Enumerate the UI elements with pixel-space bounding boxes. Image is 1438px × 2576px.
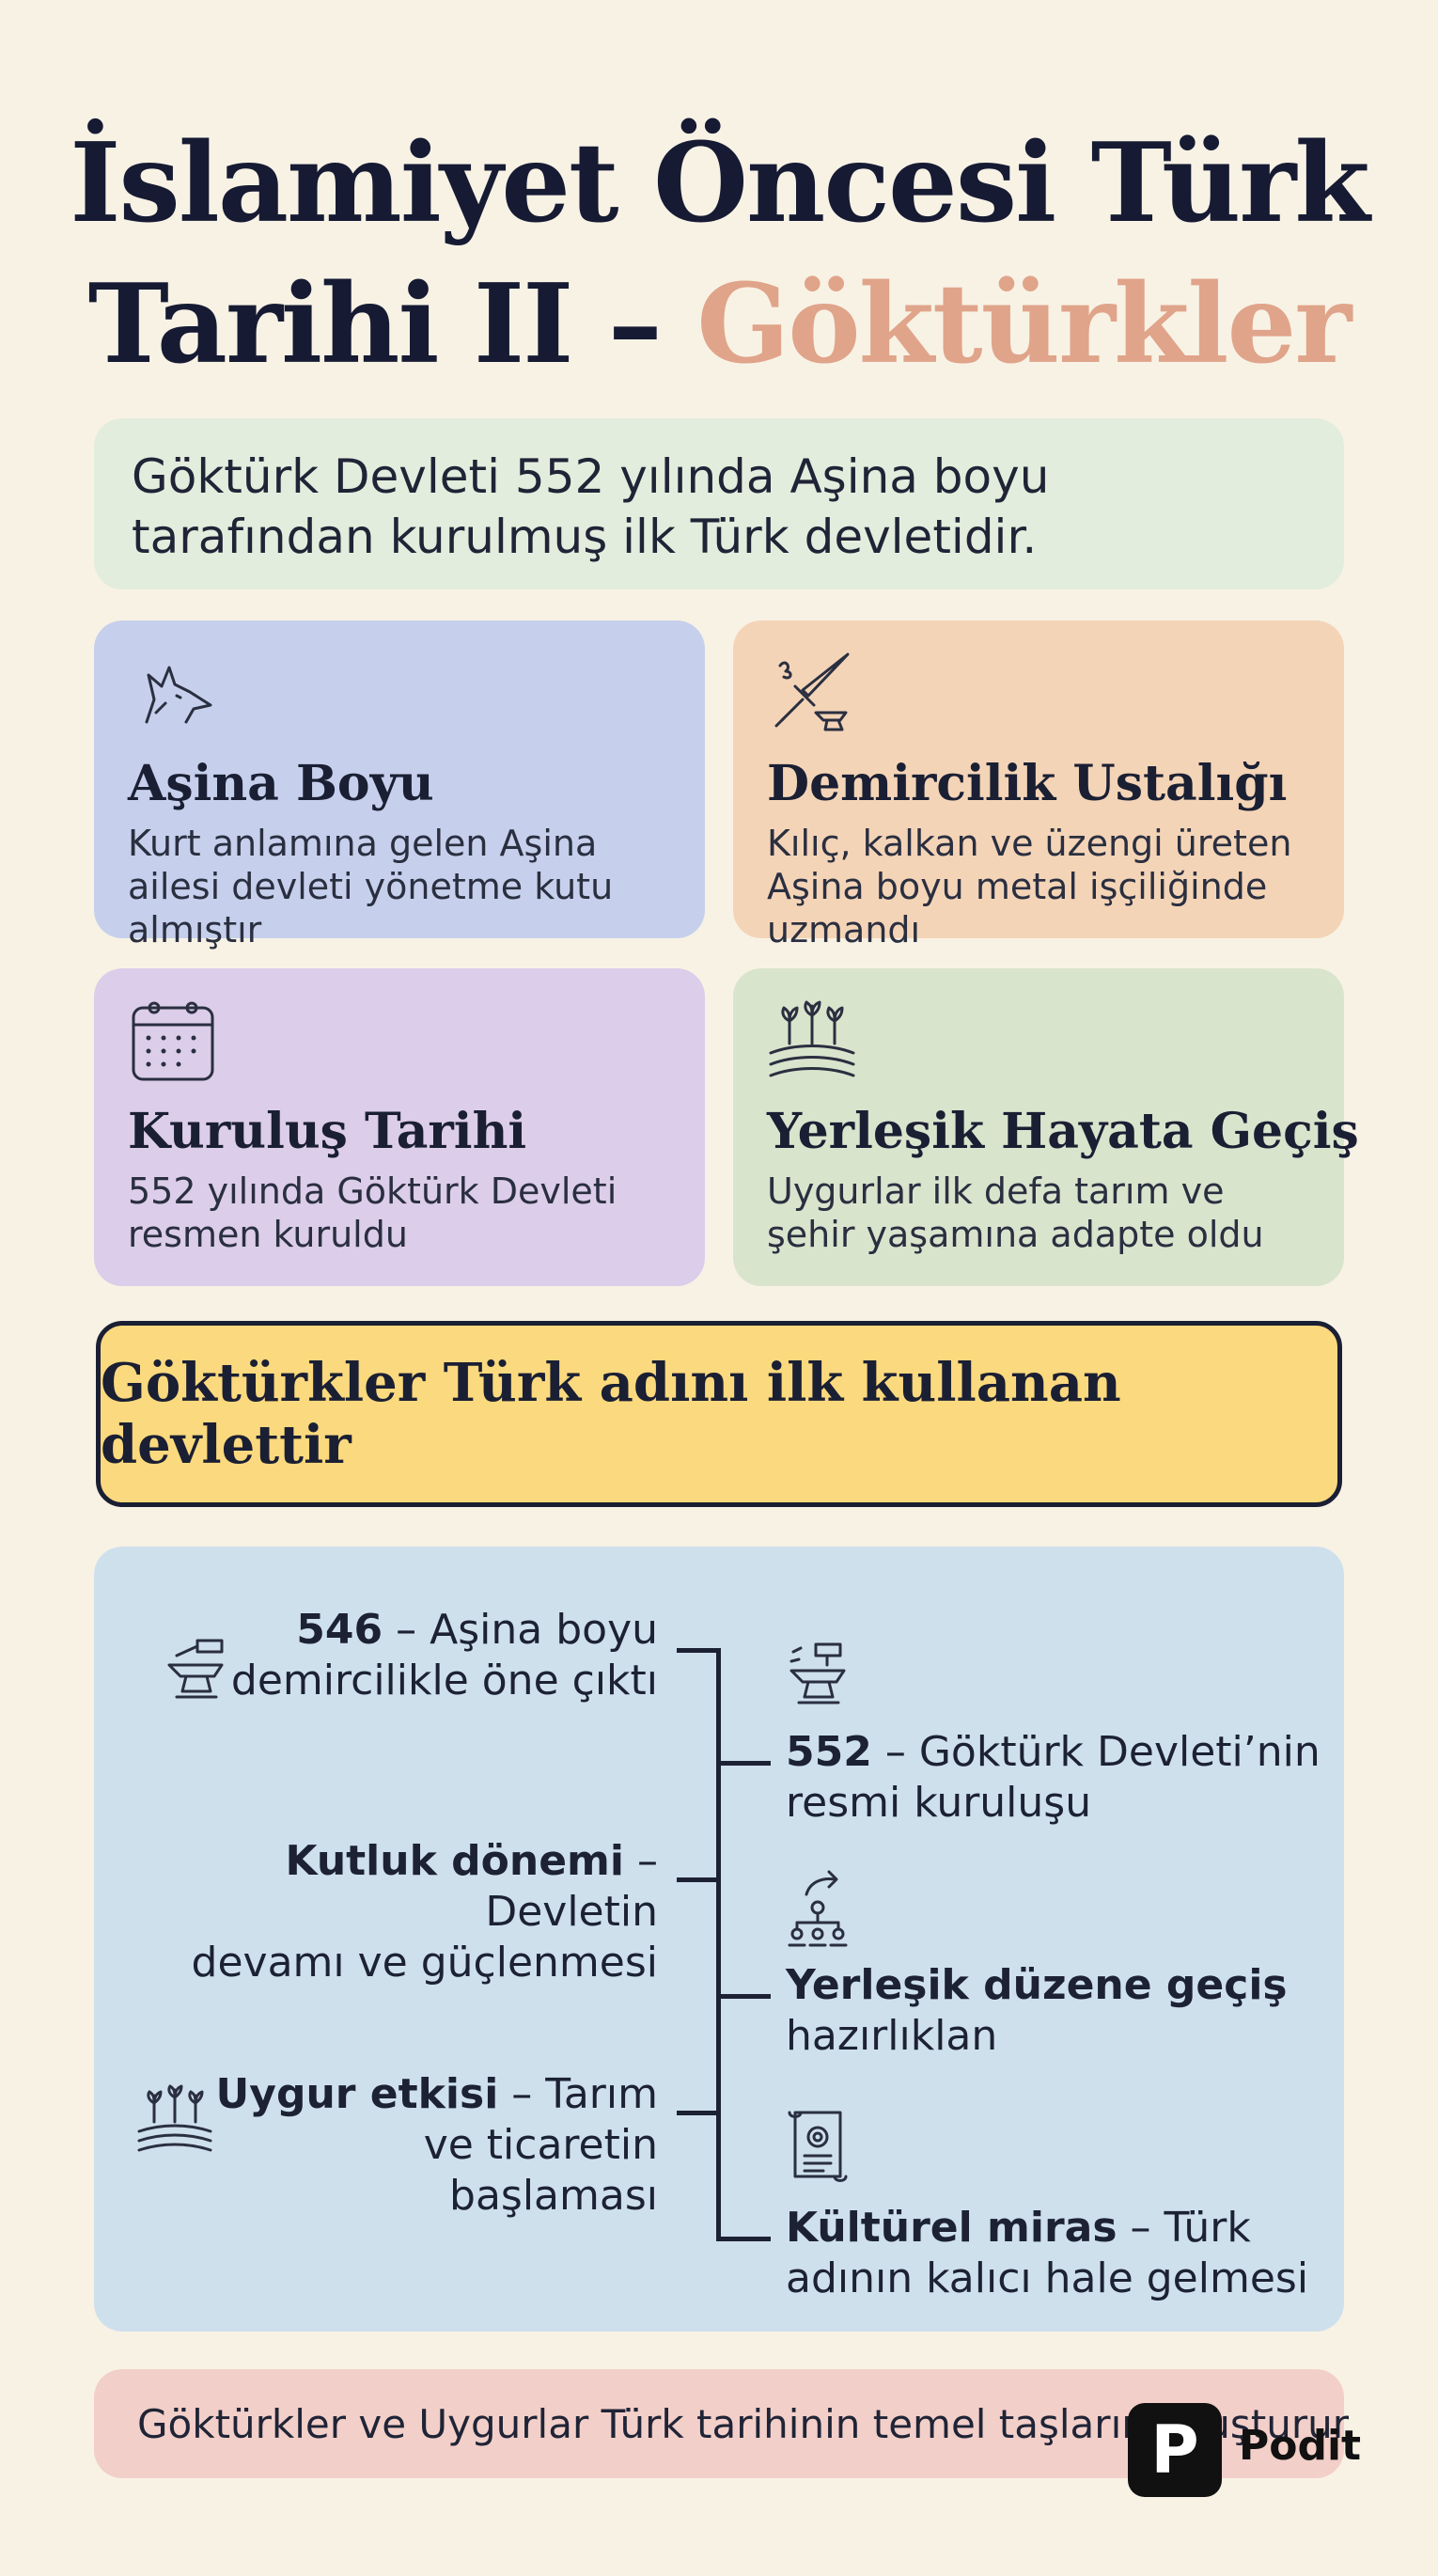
calendar-icon <box>132 1001 214 1081</box>
timeline-item-line1: Kutluk dönemi – Devletin <box>285 1837 659 1936</box>
timeline-item-line2: resmi kuruluşu <box>786 1779 1092 1827</box>
wheat-field-icon <box>769 1000 855 1077</box>
timeline-item-kutluk: Kutluk dönemi – Devletin devamı ve güçle… <box>132 1836 658 1988</box>
title-line-2: Tarihi II – Göktürkler <box>0 254 1438 395</box>
card-text: Kılıç, kalkan ve üzengi üreten Aşina boy… <box>767 823 1292 950</box>
timeline-item-kulturel: Kültürel miras – Türk adının kalıcı hale… <box>786 2203 1331 2304</box>
timeline-panel: 546 – Aşina boyu demircilikle öne çıktı … <box>94 1547 1344 2332</box>
timeline-item-yerlesik: Yerleşik düzene geçiş hazırlıklan <box>786 1960 1331 2062</box>
wolf-icon <box>145 666 212 724</box>
card-text: Kurt anlamına gelen Aşina ailesi devleti… <box>128 823 614 950</box>
intro-box: Göktürk Devleti 552 yılında Aşina boyu t… <box>94 418 1344 589</box>
card-title: Yerleşik Hayata Geçiş <box>767 1103 1359 1160</box>
timeline-connector <box>716 1994 771 1999</box>
card-asina-boyu: Aşina Boyu Kurt anlamına gelen Aşina ail… <box>94 620 705 950</box>
timeline-item-uygur: Uygur etkisi – Tarım ve ticaretin başlam… <box>207 2069 658 2222</box>
card-kurulus-tarihi: Kuruluş Tarihi 552 yılında Göktürk Devle… <box>94 968 705 1286</box>
timeline-item-line1: Kültürel miras – Türk <box>786 2204 1251 2252</box>
card-text: Uygurlar ilk defa tarım ve şehir yaşamın… <box>767 1170 1264 1255</box>
brand-name: Podit <box>1239 2422 1362 2470</box>
title-line-1: İslamiyet Öncesi Türk <box>70 119 1370 247</box>
highlight-banner: Göktürkler Türk adını ilk kullanan devle… <box>96 1321 1342 1507</box>
timeline-item-line1: 546 – Aşina boyu <box>296 1606 658 1654</box>
title-line-2-prefix: Tarihi II – <box>87 260 663 388</box>
card-yerlesik-hayat: Yerleşik Hayata Geçiş Uygurlar ilk defa … <box>733 968 1359 1286</box>
sword-anvil-icon <box>774 652 850 731</box>
card-title: Aşina Boyu <box>128 755 434 812</box>
logo-letter: P <box>1150 2411 1199 2489</box>
card-text: 552 yılında Göktürk Devleti resmen kurul… <box>128 1170 617 1255</box>
anvil-icon <box>789 1642 846 1704</box>
card-title: Kuruluş Tarihi <box>128 1103 527 1160</box>
timeline-item-line2: ve ticaretin başlaması <box>423 2121 658 2220</box>
podit-logo-icon: P <box>1128 2403 1222 2497</box>
timeline-item-line1: Uygur etkisi – Tarım <box>215 2070 658 2118</box>
timeline-spine <box>716 1648 721 2240</box>
timeline-item-line2: hazırlıklan <box>786 2012 998 2060</box>
timeline-connector <box>716 1761 771 1766</box>
hierarchy-icon <box>788 1870 848 1947</box>
timeline-item-546: 546 – Aşina boyu demircilikle öne çıktı <box>188 1605 658 1706</box>
scroll-icon <box>788 2111 848 2182</box>
timeline-item-line2: devamı ve güçlenmesi <box>191 1939 658 1987</box>
title-accent: Göktürkler <box>696 260 1352 388</box>
anvil-icon <box>167 1639 224 1699</box>
card-demircilik: Demircilik Ustalığı Kılıç, kalkan ve üze… <box>733 620 1344 950</box>
timeline-connector <box>677 1877 720 1882</box>
wheat-field-icon <box>137 2084 212 2152</box>
timeline-connector <box>677 1648 720 1653</box>
timeline-item-line1: 552 – Göktürk Devleti’nin <box>786 1728 1321 1776</box>
timeline-item-552: 552 – Göktürk Devleti’nin resmi kuruluşu <box>786 1727 1331 1829</box>
timeline-connector <box>677 2111 720 2115</box>
timeline-connector <box>716 2237 771 2241</box>
timeline-item-line2: adının kalıcı hale gelmesi <box>786 2254 1309 2302</box>
card-title: Demircilik Ustalığı <box>767 755 1288 812</box>
timeline-item-line1: Yerleşik düzene geçiş <box>786 1961 1288 2009</box>
page-title: İslamiyet Öncesi Türk Tarihi II – Göktür… <box>0 113 1438 395</box>
timeline-item-line2: demircilikle öne çıktı <box>230 1657 658 1704</box>
